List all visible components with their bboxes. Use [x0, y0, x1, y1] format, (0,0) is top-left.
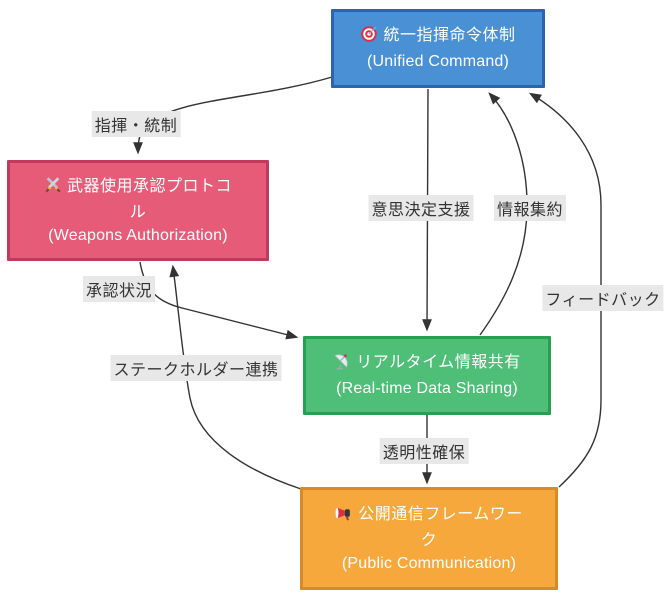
edge-label-command-control: 指揮・統制: [91, 111, 181, 137]
node-unified-command-subtitle: (Unified Command): [366, 53, 510, 70]
node-public-communication: 公開通信フレームワーク (Public Communication): [300, 487, 558, 590]
edge-label-info-aggregation: 情報集約: [493, 195, 567, 221]
edge-label-approval-status: 承認状況: [82, 276, 156, 302]
node-weapons-authorization-subtitle: (Weapons Authorization): [48, 226, 228, 244]
loudspeaker-icon: [335, 504, 353, 529]
edge-label-decision-support: 意思決定支援: [368, 195, 474, 221]
node-weapons-authorization: 武器使用承認プロトコル (Weapons Authorization): [7, 160, 269, 261]
edge-label-feedback: フィードバック: [542, 285, 664, 311]
node-realtime-data-sharing-subtitle: (Real-time Data Sharing): [336, 380, 518, 397]
edge-label-stakeholder-coordination: ステークホルダー連携: [110, 355, 282, 381]
edge-stakeholder-coordination: [169, 264, 302, 490]
node-public-communication-title: 公開通信フレームワーク: [332, 503, 526, 552]
node-weapons-authorization-title: 武器使用承認プロトコル: [41, 175, 235, 224]
edge-label-transparency: 透明性確保: [379, 438, 469, 464]
node-unified-command: 統一指揮命令体制 (Unified Command): [331, 9, 545, 88]
crossed-swords-icon: [44, 176, 62, 201]
satellite-antenna-icon: [333, 352, 351, 377]
node-realtime-data-sharing: リアルタイム情報共有 (Real-time Data Sharing): [303, 336, 551, 415]
edge-approval-status: [139, 261, 299, 340]
target-icon: [360, 25, 378, 50]
node-unified-command-title: 統一指揮命令体制: [360, 24, 515, 50]
edge-feedback: [528, 92, 602, 488]
node-public-communication-subtitle: (Public Communication): [341, 554, 517, 572]
node-realtime-data-sharing-title: リアルタイム情報共有: [333, 351, 521, 377]
